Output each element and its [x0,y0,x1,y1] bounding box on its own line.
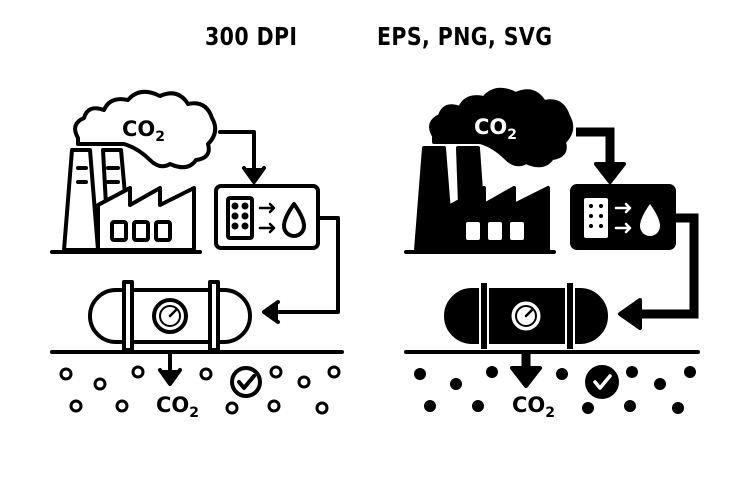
stored-co2-label: CO2 [512,393,555,421]
storage-tank-icon [404,281,700,354]
arrow-icon [510,352,542,388]
storage-tank-icon [50,280,344,354]
arrow-icon [158,350,182,386]
smoke-co2-label: CO2 [122,117,165,145]
arrow-icon [262,216,340,324]
water-drop-icon [640,204,660,236]
smoke-co2-label: CO2 [474,115,517,143]
outline-variant: CO2 [50,89,344,421]
pressure-gauge-icon [508,298,544,334]
filter-unit-icon [570,184,676,250]
pressure-gauge-icon [152,298,188,334]
resolution-label: 300 DPI [205,22,298,51]
factory-icon [50,148,202,254]
formats-label: EPS, PNG, SVG [377,22,553,51]
smoke-cloud-icon [73,89,218,170]
smoke-cloud-icon [429,87,574,168]
factory-icon [404,146,556,254]
check-circle-icon [585,365,619,399]
arrow-icon [618,213,699,330]
filter-unit-icon [214,184,320,250]
water-drop-icon [282,202,306,238]
soil-particles [59,365,341,415]
arrow-icon [576,127,626,184]
soil-particles [414,366,696,414]
check-circle-icon [230,366,262,398]
solid-variant: CO2 [404,87,700,421]
stored-co2-label: CO2 [156,393,199,421]
arrow-icon [218,130,266,184]
